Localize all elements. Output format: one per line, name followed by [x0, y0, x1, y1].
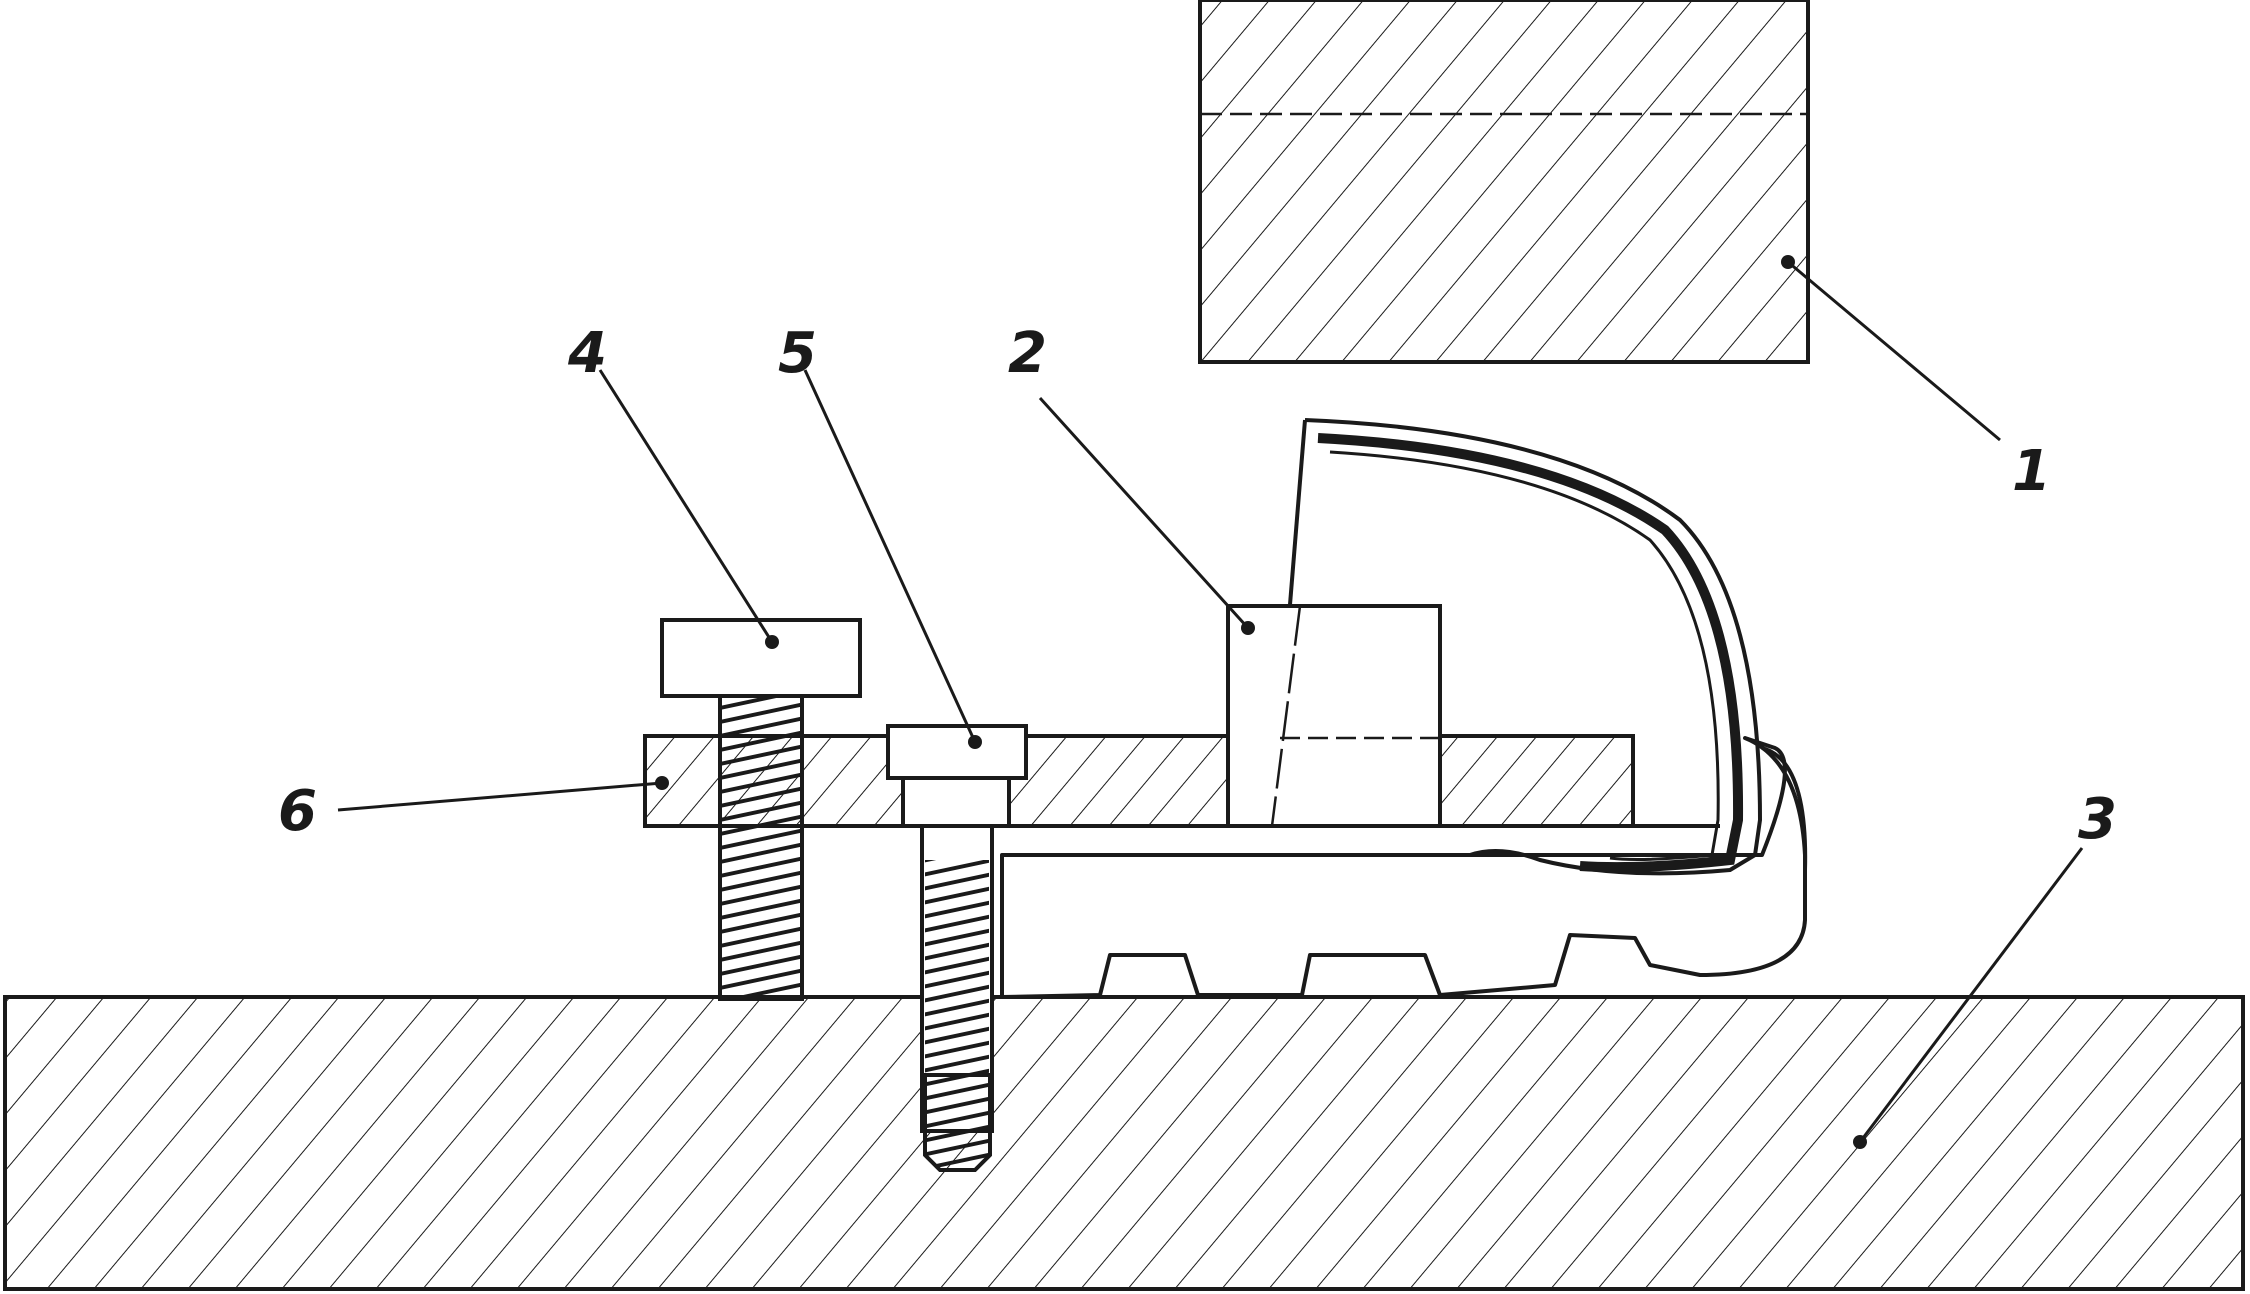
clamp-plate-part-6 — [643, 734, 1720, 857]
callout-label-3: 3 — [2078, 787, 2117, 852]
support-block-part-2 — [1226, 604, 1442, 828]
callout-labels: 1 2 3 4 5 6 — [278, 321, 2117, 852]
callout-label-4: 4 — [567, 321, 607, 386]
hold-down-bolt-part-5 — [886, 724, 1028, 1172]
adjusting-screw-part-4 — [660, 618, 862, 1001]
callout-label-2: 2 — [1008, 321, 1047, 386]
callout-label-1: 1 — [2012, 439, 2051, 504]
leader-lines — [337, 260, 2084, 1143]
base-plate-part-3 — [3, 995, 2245, 1291]
callout-label-5: 5 — [778, 321, 817, 386]
upper-block-part-1 — [1198, 0, 1810, 364]
callout-label-6: 6 — [278, 779, 317, 844]
curved-workpiece — [1000, 418, 1808, 999]
